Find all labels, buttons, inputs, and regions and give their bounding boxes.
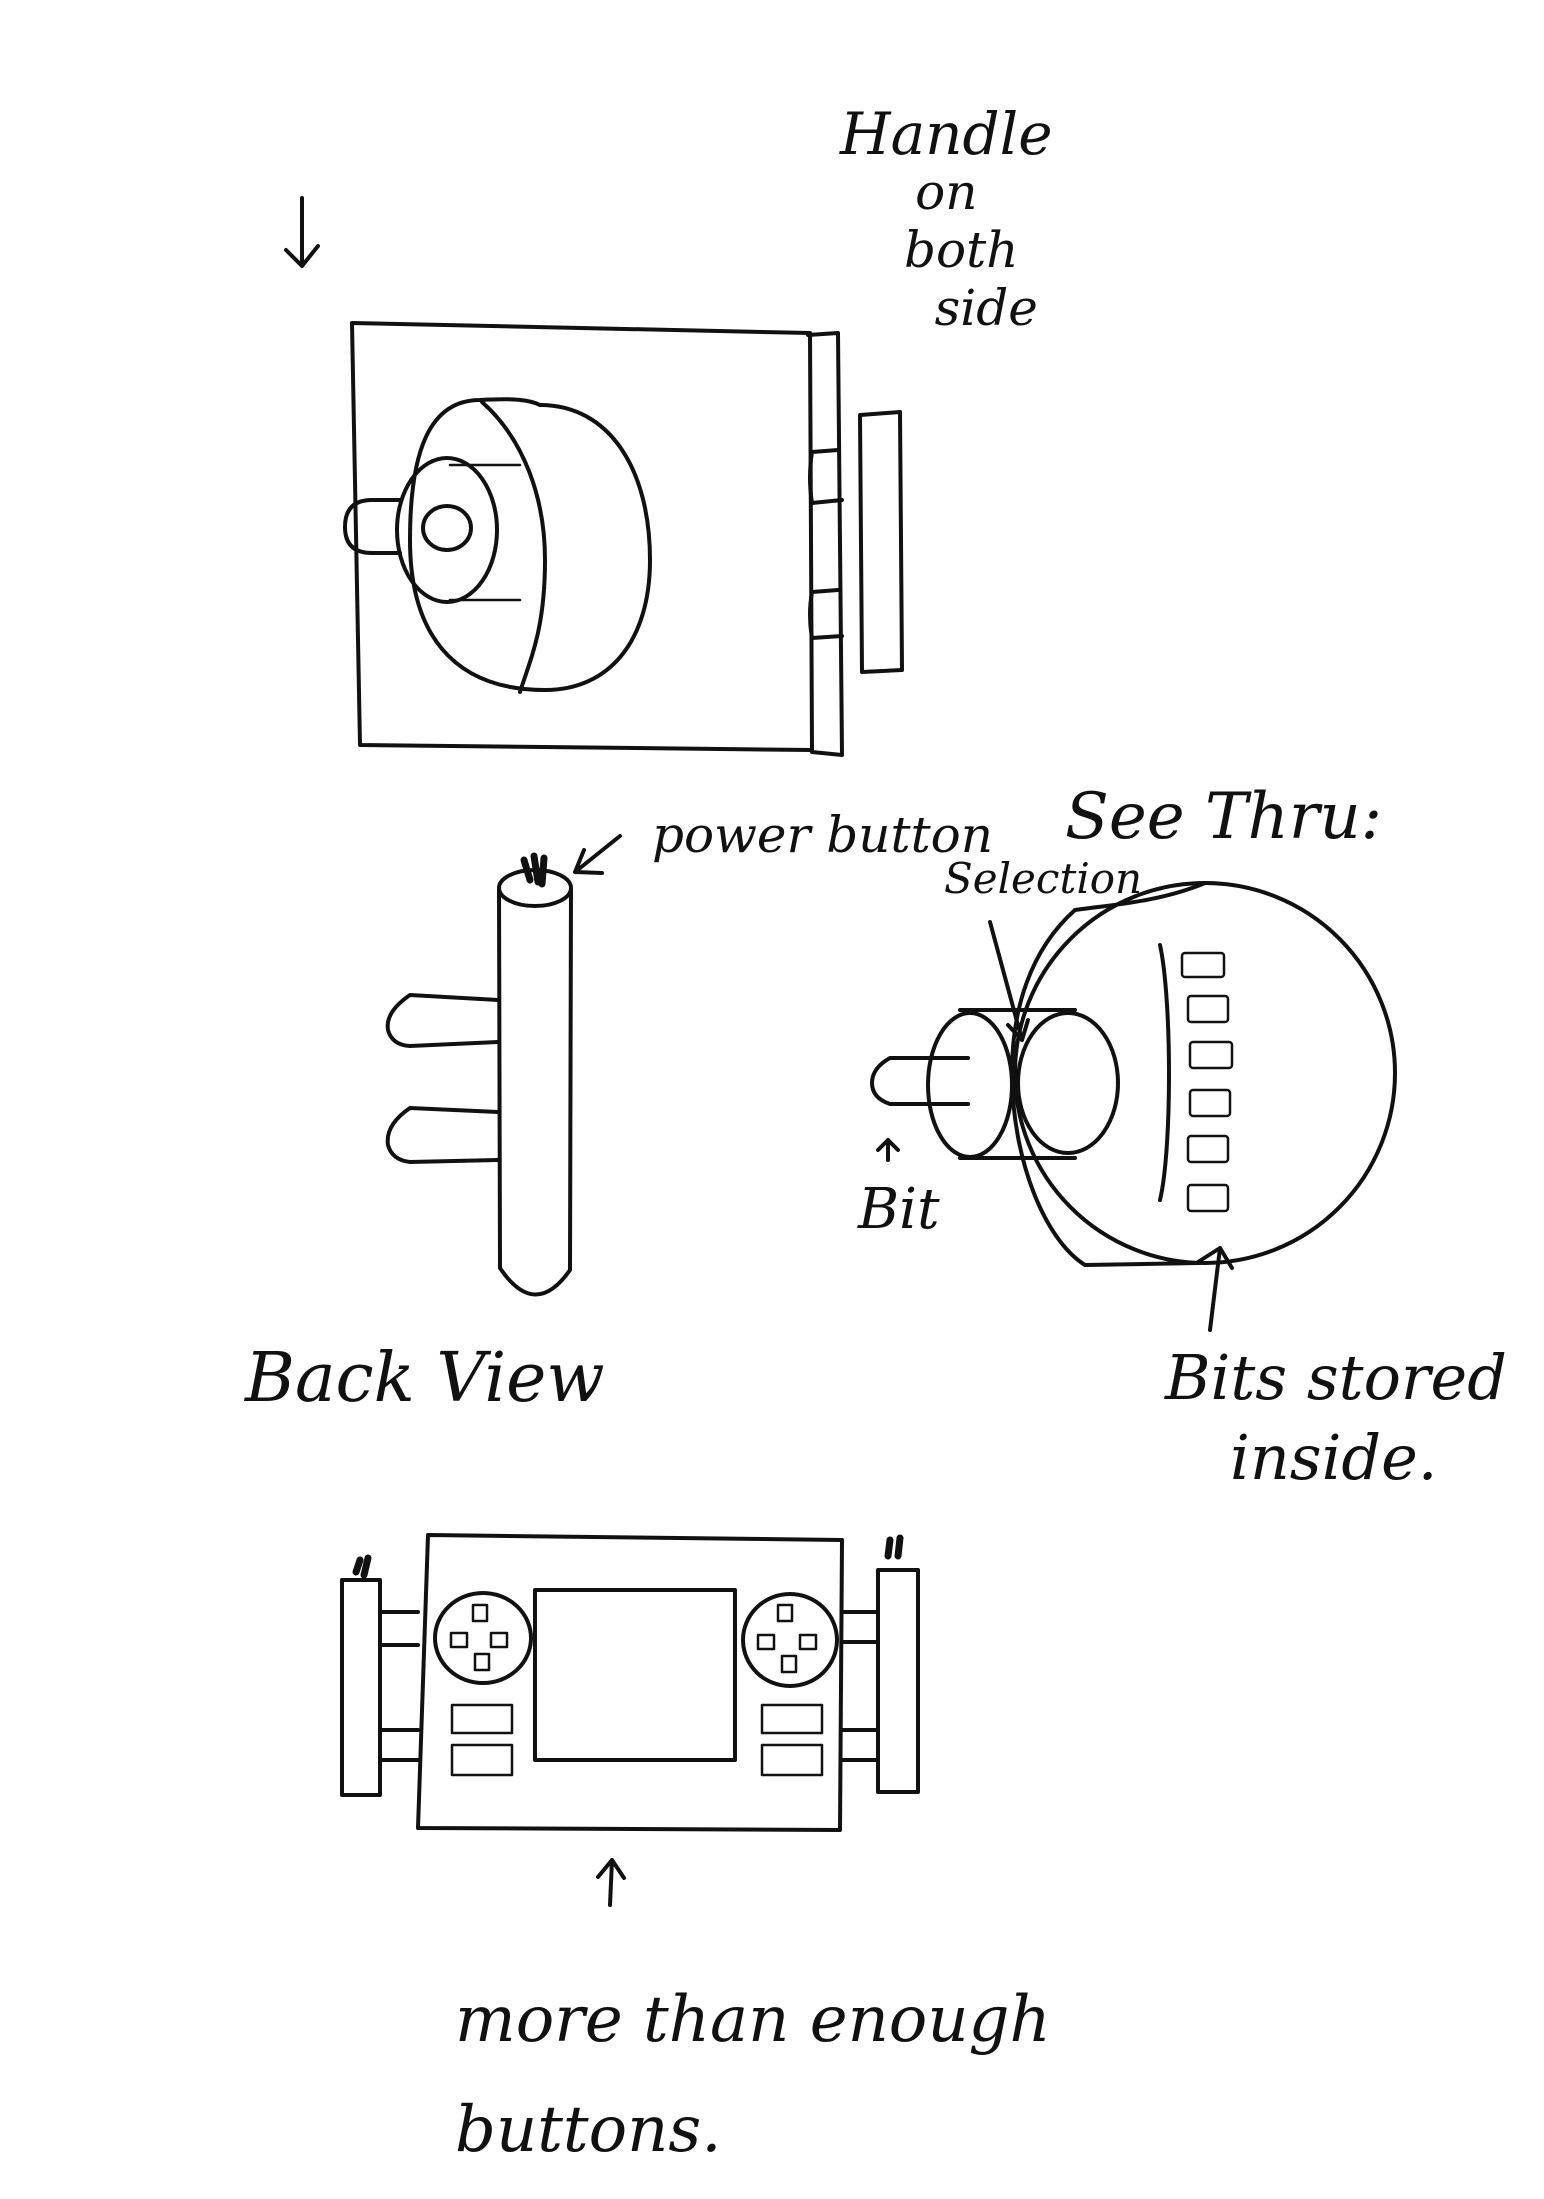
bits-stored-label: Bits stored inside. [1165, 1338, 1507, 1498]
right-handle [878, 1570, 918, 1792]
top-view [286, 198, 902, 755]
handle-note-line-3: both [904, 221, 1019, 279]
bits-stored-line-1: Bits stored [1165, 1341, 1507, 1414]
right-pegs [842, 1612, 878, 1760]
bit-shaft [872, 1058, 968, 1104]
handle-note-line-1: Handle [840, 100, 1053, 168]
left-handle [342, 1580, 380, 1795]
disc-inner-rim [482, 402, 545, 692]
selection-arrow [990, 922, 1028, 1040]
handle-note-line-4: side [934, 279, 1038, 337]
action-buttons [452, 1705, 822, 1775]
bit-stub [345, 500, 400, 553]
back-peg-upper [388, 995, 498, 1046]
controller-body [418, 1535, 842, 1830]
back-peg-lower [388, 1108, 498, 1162]
back-view [388, 836, 620, 1295]
drum-divider [1160, 945, 1169, 1200]
hub-lines [450, 465, 520, 600]
power-button-label: power button [652, 806, 993, 864]
buttons-arrow [598, 1860, 624, 1905]
back-view-label: Back View [245, 1339, 605, 1418]
disc-front [540, 405, 650, 690]
bit-slots [1182, 953, 1232, 1211]
disc-side [410, 399, 545, 690]
selector-collar [928, 1013, 1012, 1157]
hub-ring [397, 458, 497, 602]
dpad-keys [451, 1605, 816, 1672]
screen [535, 1590, 735, 1760]
handle-bar-far [860, 412, 902, 672]
handle-note-line-2: on [915, 163, 978, 221]
left-handle-cap [356, 1558, 368, 1575]
drum-back-edge [1012, 910, 1200, 1265]
bits-stored-line-2: inside. [1230, 1421, 1438, 1494]
handle-bar-near [808, 333, 842, 755]
pointer-arrow [286, 198, 318, 266]
right-dpad [743, 1594, 837, 1686]
see-thru-label: See Thru: [1065, 780, 1383, 854]
handle-peg-lower [810, 590, 842, 638]
selection-sleeve [960, 1010, 1075, 1158]
left-pegs [380, 1612, 418, 1760]
power-arrow [575, 836, 620, 873]
buttons-note-line-1: more than enough [455, 1983, 1051, 2057]
handle-cylinder [499, 890, 571, 1295]
see-thru-view [872, 883, 1395, 1330]
drum-face [1015, 883, 1395, 1263]
bit-label: Bit [858, 1177, 940, 1242]
handle-note: Handle on both side [840, 105, 1053, 337]
right-handle-cap [888, 1538, 900, 1556]
selection-window [1018, 1013, 1118, 1153]
controller-view [342, 1535, 918, 1905]
bits-arrow [1198, 1248, 1232, 1330]
selection-label: Selection [944, 854, 1143, 903]
left-dpad [435, 1593, 531, 1683]
buttons-note: more than enough buttons. [455, 1965, 1051, 2185]
buttons-note-line-2: buttons. [455, 2093, 722, 2167]
handle-peg-upper [810, 450, 842, 503]
hub-core [423, 506, 471, 550]
bit-arrow [878, 1140, 898, 1160]
drum-top-edge [1075, 883, 1205, 910]
